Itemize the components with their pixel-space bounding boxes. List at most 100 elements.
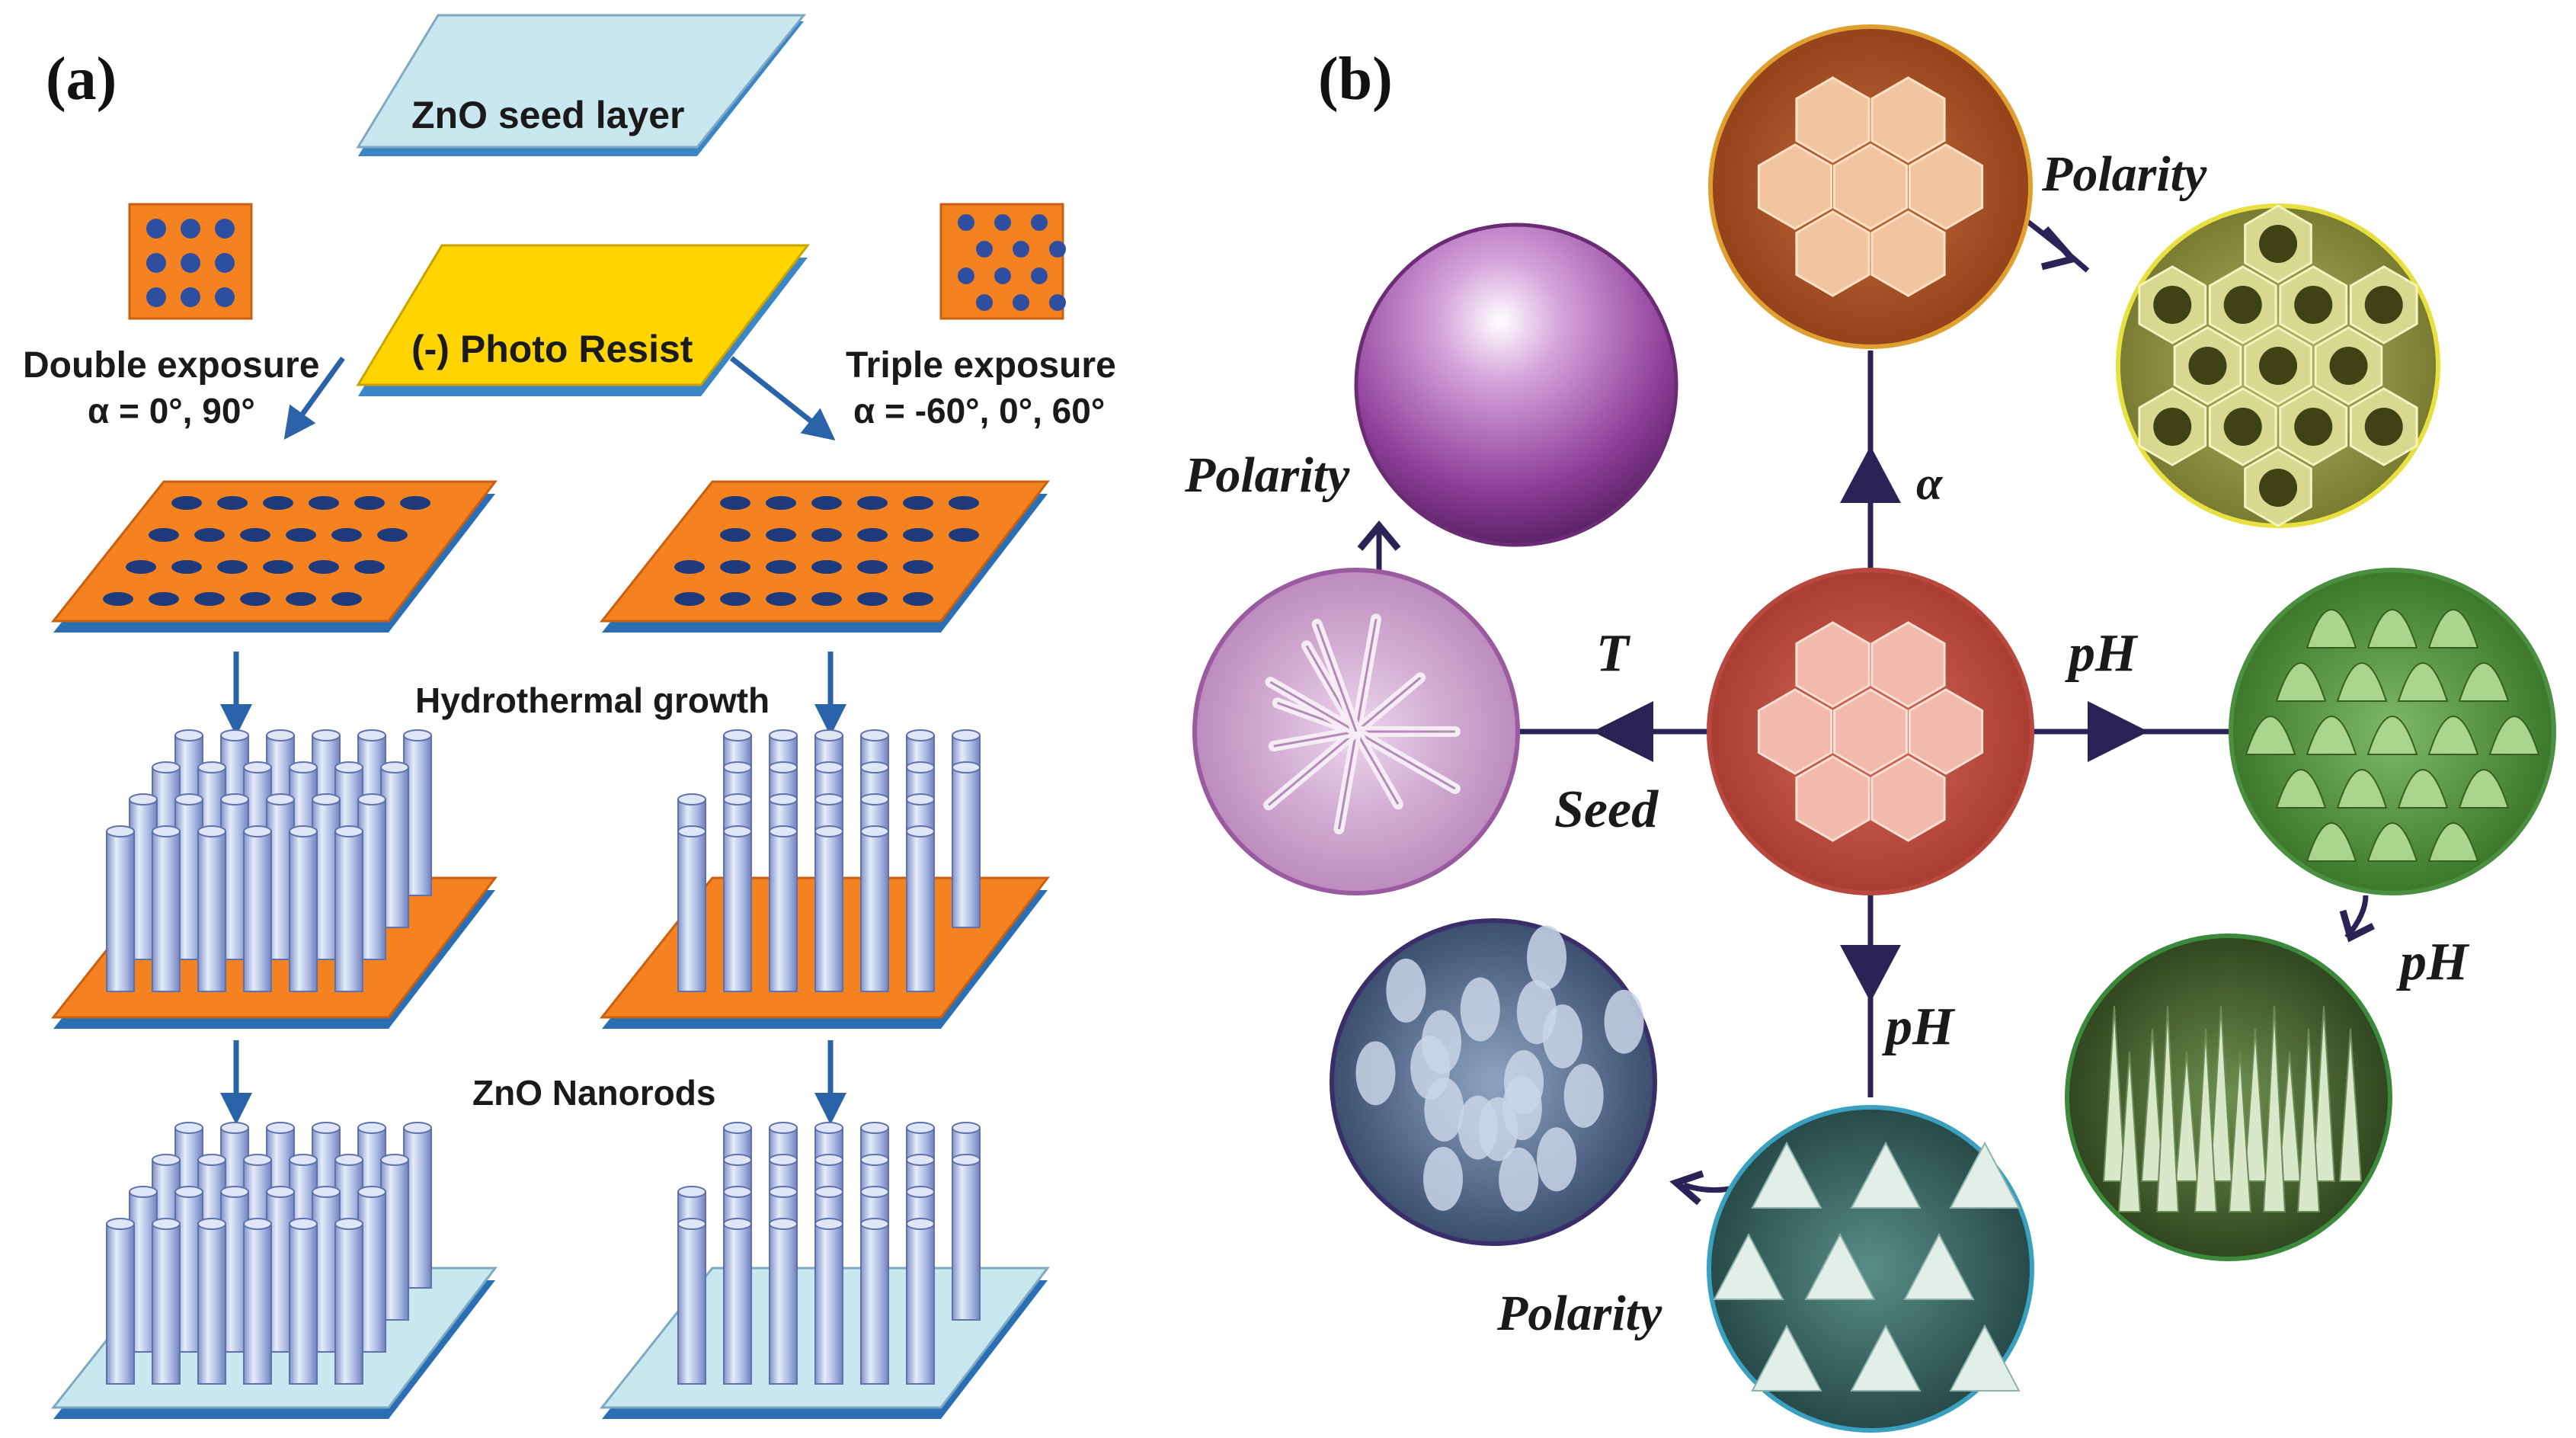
resist-hole: [171, 496, 202, 510]
resist-hole: [149, 592, 179, 606]
tube-hole: [2294, 286, 2333, 324]
nanorod: [677, 831, 706, 992]
mask-dot: [958, 214, 974, 231]
nanorod-top: [723, 1122, 752, 1134]
nanorod-top: [197, 1218, 226, 1230]
nanorod: [289, 831, 318, 992]
pyramid: [1751, 1141, 1822, 1209]
nanorod-top: [677, 1186, 706, 1198]
branch: [1386, 958, 1426, 1023]
nanorod-top: [860, 1122, 889, 1134]
nanorod-top: [860, 1218, 889, 1230]
nanorod: [952, 1159, 981, 1321]
nanorod-top: [860, 761, 889, 773]
mask-dot: [976, 241, 993, 258]
mask-dot: [146, 287, 166, 307]
star-arm-edge: [1355, 730, 1456, 790]
nanorod: [106, 1223, 135, 1385]
star-arm-edge: [1355, 731, 1400, 805]
nanorods-on-resist-left: [50, 729, 498, 1029]
mask-dot: [215, 253, 235, 273]
nanorod-top: [723, 729, 752, 741]
nanorod: [106, 831, 135, 992]
needle: [2140, 1028, 2165, 1182]
nanorod: [814, 1223, 843, 1385]
panel-a: (a) ZnO seed layer (-) Photo Resist Doub…: [23, 14, 1116, 1419]
resist-hole: [720, 592, 750, 606]
nanorod-top: [152, 1218, 181, 1230]
hexagon: [1870, 210, 1946, 297]
triple-exposure-label: Triple exposure: [846, 345, 1116, 386]
nanorod-top: [814, 793, 843, 805]
nanorod: [197, 831, 226, 992]
cone: [2306, 822, 2357, 862]
nanorod: [723, 831, 752, 992]
nanorod-top: [220, 1122, 249, 1134]
branch: [1423, 1146, 1464, 1211]
resist-hole: [331, 528, 362, 542]
cone: [2245, 716, 2296, 755]
tube-hole: [2364, 286, 2403, 324]
mask-dot: [994, 214, 1011, 231]
panel-a-label: (a): [46, 46, 117, 113]
seed-layer-plate: ZnO seed layer: [356, 14, 807, 156]
resist-hole: [286, 592, 316, 606]
hexagon: [1795, 210, 1870, 297]
tube-hole: [2223, 408, 2262, 446]
nanorod-top: [334, 1154, 363, 1166]
sem-star: [1192, 568, 1520, 895]
resist-hole: [240, 528, 270, 542]
nanorod-top: [906, 825, 935, 837]
resist-hole: [240, 592, 270, 606]
nanorod-top: [769, 793, 798, 805]
branch: [1499, 1147, 1539, 1212]
pyramid: [1751, 1324, 1822, 1392]
nanorod-top: [220, 793, 249, 805]
hexagon: [1908, 688, 1984, 775]
nanorod-top: [814, 825, 843, 837]
nanorod-top: [152, 761, 181, 773]
nanorod-top: [860, 793, 889, 805]
resist-hole: [309, 560, 339, 574]
tube-hole: [2364, 408, 2403, 446]
nanorod-top: [220, 729, 249, 741]
resist-hole: [766, 496, 796, 510]
cone: [2427, 716, 2479, 755]
nanorod-top: [266, 793, 295, 805]
nanorod-top: [266, 1122, 295, 1134]
nanorod-top: [334, 825, 363, 837]
resist-hole: [949, 496, 979, 510]
cone: [2275, 769, 2327, 809]
cone: [2306, 716, 2357, 755]
needle: [2209, 1005, 2233, 1182]
resist-hole: [194, 592, 225, 606]
branch: [1478, 1097, 1518, 1161]
double-exposure-angles: α = 0°, 90°: [88, 391, 255, 431]
resist-hole: [217, 496, 248, 510]
label-polarity-top: Polarity: [2041, 146, 2207, 202]
photo-resist-label: (-) Photo Resist: [411, 328, 693, 370]
tube-hole: [2294, 408, 2333, 446]
nanorod-top: [289, 761, 318, 773]
resist-hole: [103, 592, 133, 606]
star-arm-edge: [1355, 619, 1378, 732]
arrow-right: [2088, 701, 2149, 762]
resist-hole: [126, 560, 156, 574]
nanorod: [289, 1223, 318, 1385]
pyramid: [1713, 1232, 1784, 1300]
cone: [2427, 609, 2479, 649]
nanorod-top: [152, 1154, 181, 1166]
nanorod-top: [677, 793, 706, 805]
nanorods-on-resist-right: [599, 729, 1051, 1029]
arrow-up: [1840, 446, 1901, 503]
resist-hole: [857, 560, 888, 574]
nanorod-top: [243, 825, 272, 837]
resist-hole: [766, 528, 796, 542]
tube-hole: [2259, 347, 2297, 385]
label-ph-right: pH: [2065, 624, 2139, 683]
arrow-left: [1592, 701, 1653, 762]
label-alpha: α: [1916, 458, 1944, 510]
branch: [1460, 977, 1500, 1042]
pyramid: [1903, 1232, 1975, 1300]
